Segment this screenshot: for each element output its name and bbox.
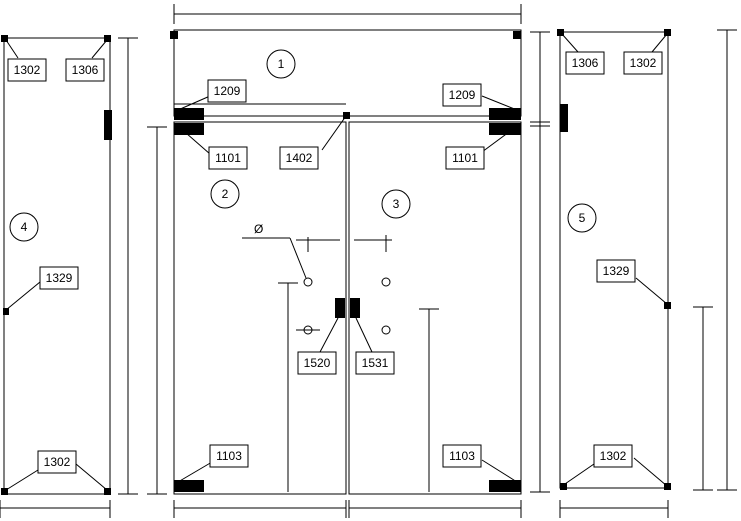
part-label-1306-right-top: 1306 [565,51,605,75]
part-label-1101-left: 1101 [208,146,248,170]
svg-text:1302: 1302 [630,56,657,70]
part-label-1302-left-top: 1302 [7,58,47,82]
part-label-1101-right: 1101 [445,146,485,170]
svg-text:1329: 1329 [46,271,73,285]
transom-panel [170,29,522,120]
leader-lines [5,33,668,491]
svg-text:1306: 1306 [572,56,599,70]
part-label-1209-left: 1209 [207,79,247,103]
svg-text:1209: 1209 [449,88,476,102]
part-label-1103-right: 1103 [442,444,482,468]
svg-text:1209: 1209 [214,84,241,98]
svg-text:1: 1 [278,57,285,71]
svg-text:1103: 1103 [216,449,242,463]
svg-text:4: 4 [21,220,28,234]
svg-text:3: 3 [393,197,400,211]
part-label-1402: 1402 [279,146,319,170]
panel-circle-4: 4 [9,212,39,242]
dimension-lines [0,4,737,518]
svg-text:1101: 1101 [215,151,241,165]
svg-text:1302: 1302 [14,63,41,77]
right-side-panel [557,29,671,490]
svg-text:1103: 1103 [449,449,475,463]
svg-text:1302: 1302 [600,449,627,463]
svg-text:1531: 1531 [362,356,389,370]
panel-circle-2: 2 [210,179,240,209]
svg-text:1402: 1402 [286,151,313,165]
part-label-1302-right-top: 1302 [623,51,663,75]
panel-circle-5: 5 [567,203,597,233]
svg-text:2: 2 [222,187,229,201]
left-side-panel [1,35,112,495]
part-label-1302-left-bottom: 1302 [37,450,77,474]
svg-text:1302: 1302 [44,455,71,469]
diameter-symbol: Ø [254,222,263,236]
panel-circle-3: 3 [381,189,411,219]
part-label-1531: 1531 [355,351,395,375]
svg-text:1101: 1101 [452,151,478,165]
door-leaves [173,121,522,495]
part-label-1302-right-bottom: 1302 [593,444,633,468]
svg-text:1520: 1520 [304,356,331,370]
part-label-1520: 1520 [297,351,337,375]
svg-text:1306: 1306 [72,63,99,77]
part-label-1103-left: 1103 [209,444,249,468]
svg-text:1329: 1329 [603,264,630,278]
part-label-1329-right: 1329 [596,259,636,283]
part-label-1209-right: 1209 [442,83,482,107]
part-label-1306-left-top: 1306 [65,58,105,82]
part-label-1329-left: 1329 [39,266,79,290]
svg-text:5: 5 [579,211,586,225]
panel-circle-1: 1 [266,49,296,79]
